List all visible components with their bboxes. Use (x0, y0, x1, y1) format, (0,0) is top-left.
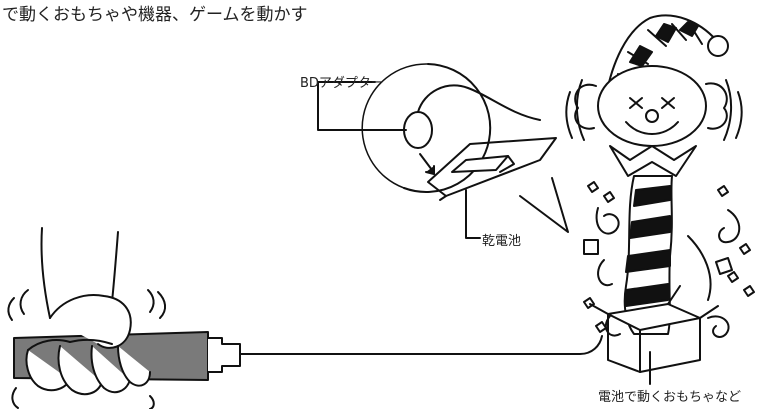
callout-magnifier (361, 63, 569, 233)
jack-in-the-box-illustration (565, 14, 755, 373)
battery (451, 155, 509, 173)
toy-label: 電池で動くおもちゃなど (598, 390, 742, 405)
hat-pompom (707, 35, 729, 57)
adapter-leader-line (317, 81, 407, 131)
battery-leader-line (465, 189, 481, 239)
battery-label: 乾電池 (482, 234, 522, 249)
clown-nose (645, 109, 659, 123)
cable (239, 335, 603, 355)
adapter-label: BDアダプター (300, 76, 384, 91)
adapter-plug (207, 337, 241, 373)
toy-box (607, 303, 701, 331)
hand-with-adapter-illustration (7, 227, 241, 409)
page-title: で動くおもちゃや機器、ゲームを動かす (2, 5, 308, 25)
adapter-disc (403, 111, 433, 149)
